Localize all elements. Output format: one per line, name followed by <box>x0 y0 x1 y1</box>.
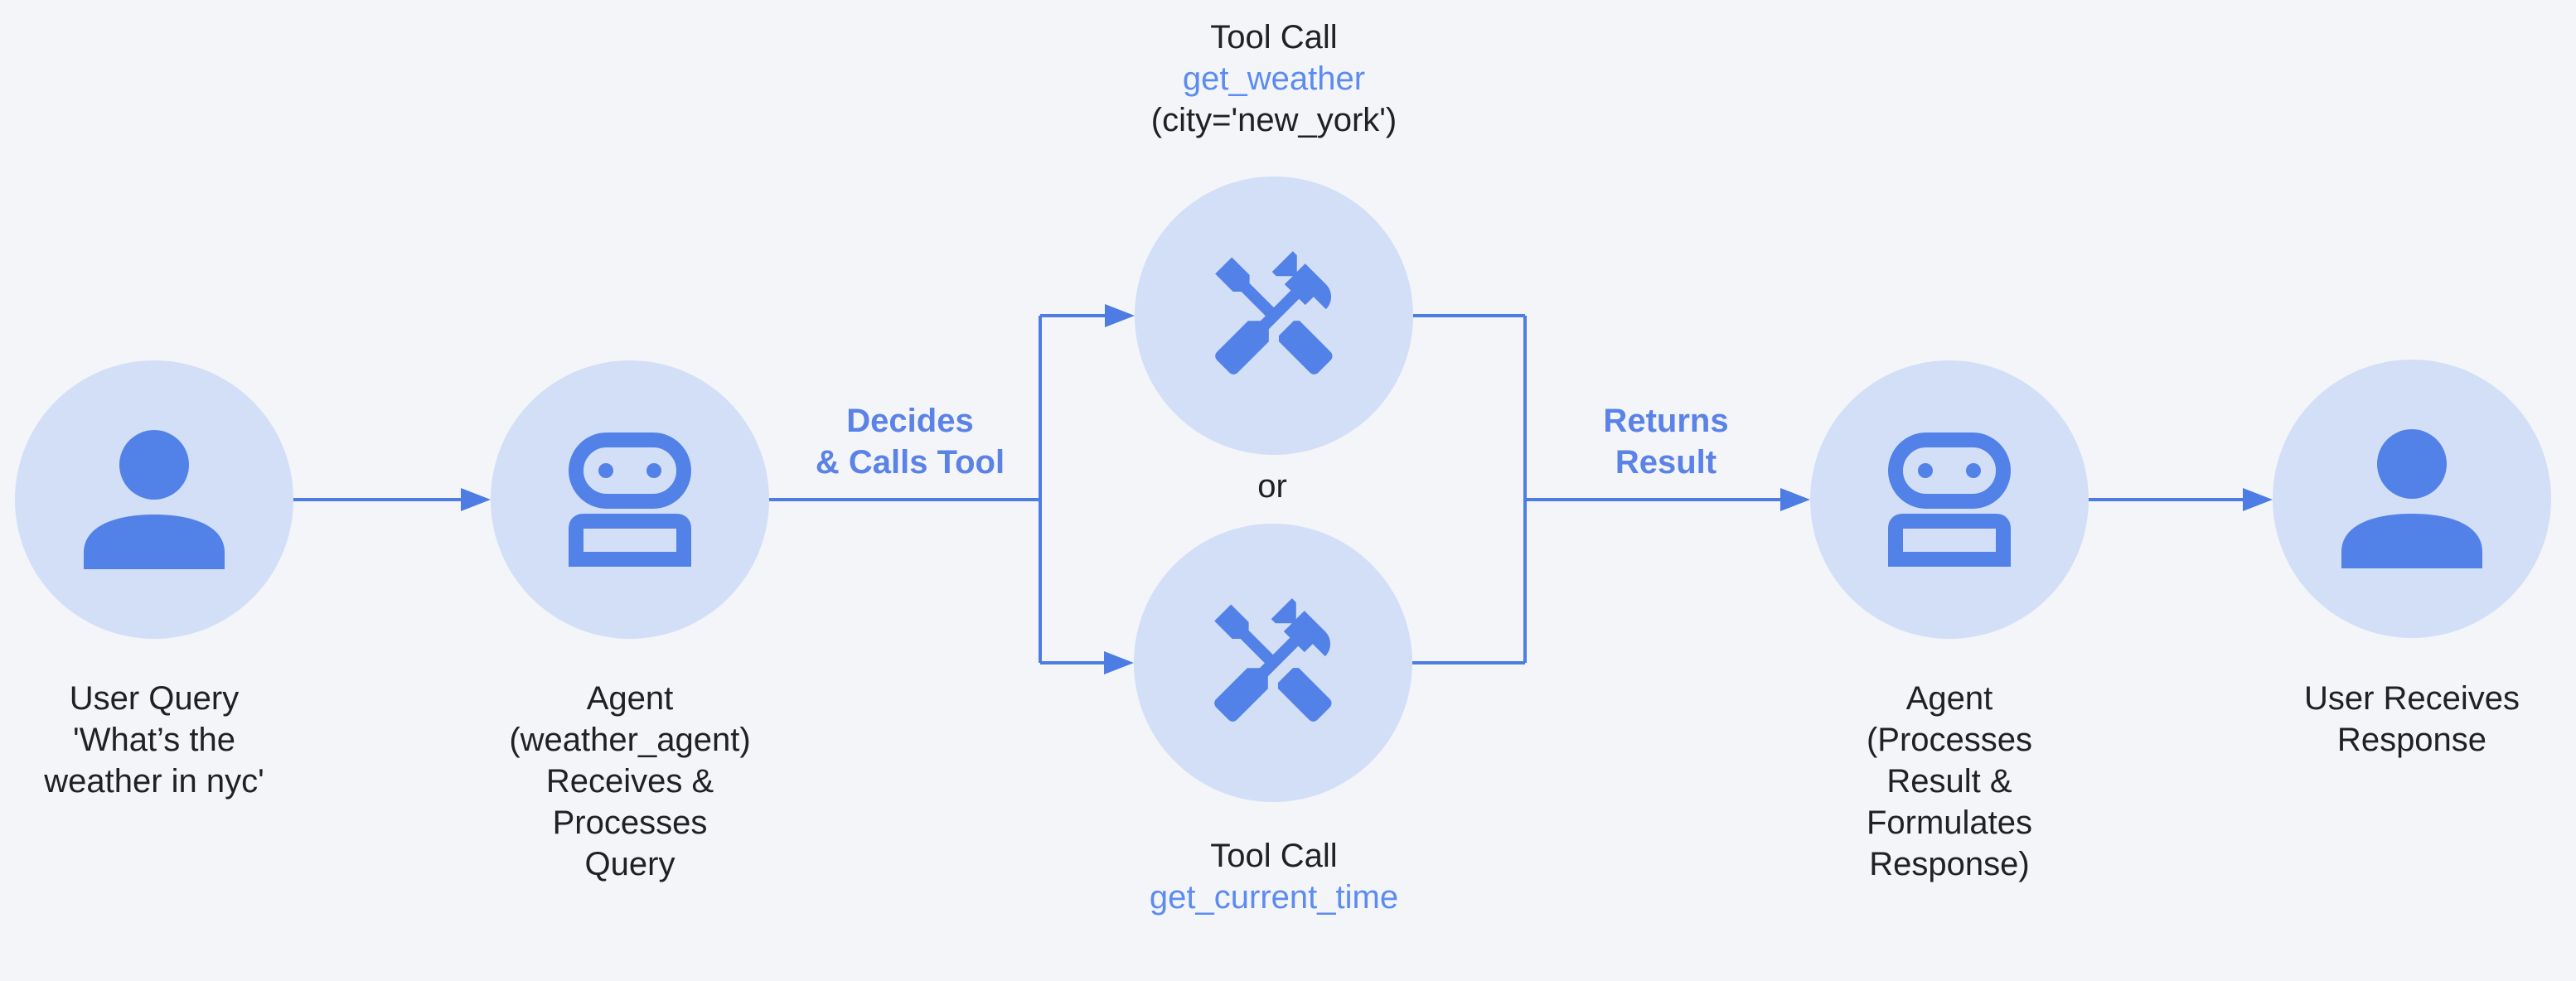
handyman-icon <box>1214 598 1332 722</box>
caption-line: Agent <box>1905 680 1993 717</box>
tool-call-name: get_current_time <box>1149 879 1399 916</box>
robot-icon <box>569 433 691 567</box>
node-agent-formulates <box>1810 360 2089 639</box>
caption-line: User Receives <box>2303 680 2520 717</box>
label-line: Decides <box>846 403 974 439</box>
person-icon <box>2341 429 2482 568</box>
tool-call-title: Tool Call <box>1210 838 1338 874</box>
caption-line: Response <box>2336 722 2487 758</box>
node-tool-get-current-time <box>1134 524 1412 802</box>
label-line: Returns <box>1603 403 1729 439</box>
caption-agent-receives: Agent (weather_agent) Receives & Process… <box>509 678 750 885</box>
label-returns-result: Returns Result <box>1603 400 1728 483</box>
caption-user-query: User Query 'What’s the weather in nyc' <box>44 678 264 802</box>
tool-call-args: (city='new_york') <box>1150 102 1397 138</box>
arrow-user-to-agent <box>293 488 491 511</box>
handyman-icon <box>1215 251 1333 375</box>
caption-line: Receives & <box>545 763 714 800</box>
node-agent-receives <box>491 360 769 639</box>
caption-line: Agent <box>586 680 674 717</box>
caption-line: Query <box>584 846 675 882</box>
caption-line: weather in nyc' <box>44 763 264 800</box>
node-tool-get-weather <box>1135 176 1413 455</box>
label-tool-call-get-weather: Tool Call get_weather (city='new_york') <box>1151 17 1397 141</box>
label-line: & Calls Tool <box>815 444 1005 481</box>
tool-call-title: Tool Call <box>1210 19 1338 56</box>
caption-line: Result & <box>1886 763 2012 800</box>
caption-user-response: User Receives Response <box>2304 678 2520 761</box>
caption-line: Processes <box>552 805 708 841</box>
tool-call-name: get_weather <box>1182 60 1366 97</box>
robot-icon <box>1888 433 2011 567</box>
caption-agent-formulates: Agent (Processes Result & Formulates Res… <box>1867 678 2032 885</box>
caption-line: (weather_agent) <box>509 722 751 758</box>
caption-line: 'What’s the <box>73 722 235 758</box>
caption-line: Formulates <box>1866 805 2033 841</box>
label-line: Result <box>1615 444 1717 481</box>
label-tool-call-get-current-time: Tool Call get_current_time <box>1150 835 1398 918</box>
arrow-tools-merge-to-agent <box>1412 314 1810 664</box>
caption-line: User Query <box>69 680 240 717</box>
arrow-agent-to-user <box>2089 488 2273 511</box>
node-user-query <box>15 360 293 639</box>
person-icon <box>84 430 225 569</box>
label-or: or <box>1257 468 1287 505</box>
arrow-agent-to-tools-split <box>769 304 1135 674</box>
caption-line: (Processes <box>1866 722 2033 758</box>
node-user-response <box>2273 360 2551 638</box>
label-decides-calls-tool: Decides & Calls Tool <box>816 400 1005 483</box>
caption-line: Response) <box>1869 846 2030 882</box>
